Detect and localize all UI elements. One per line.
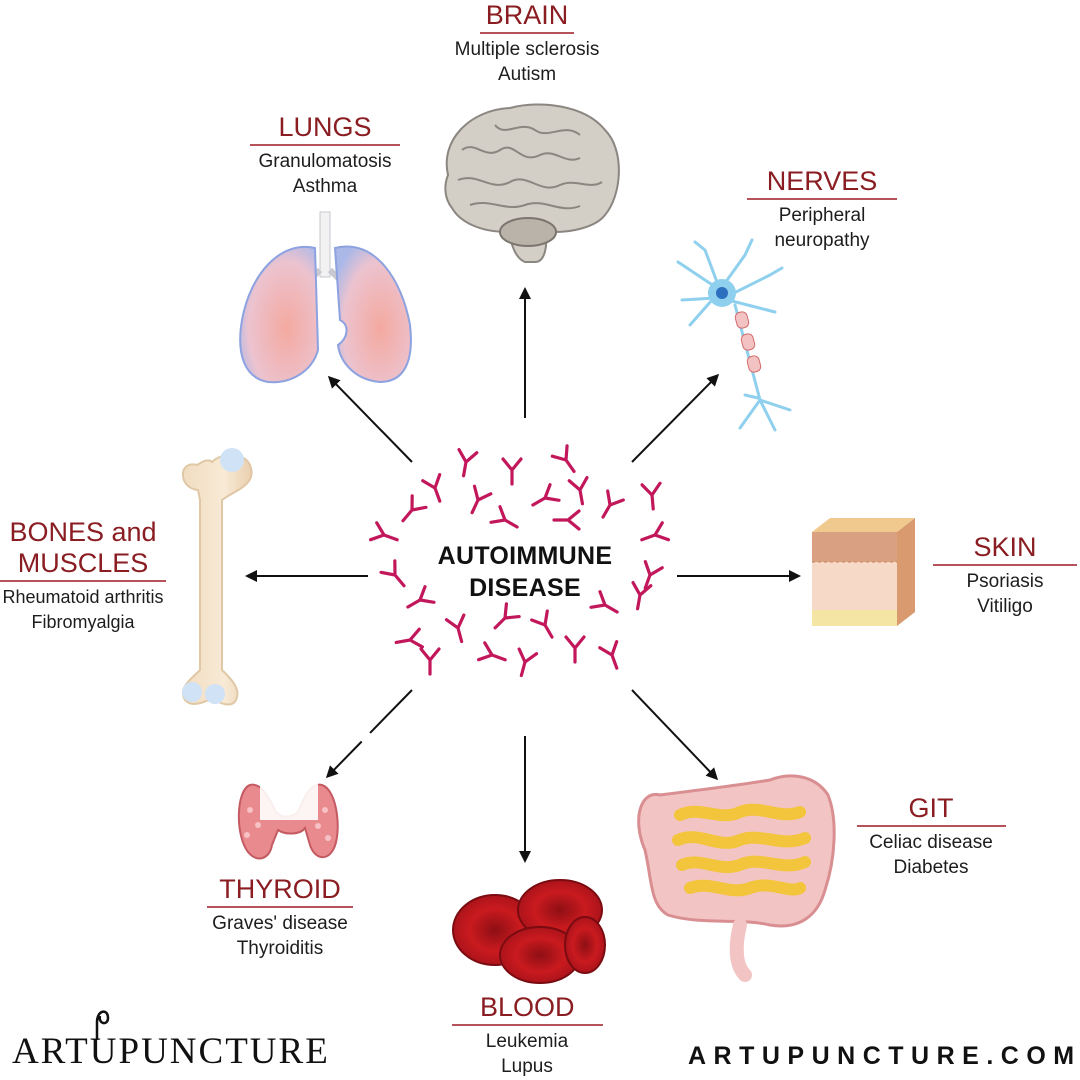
git-disease-1: Celiac disease bbox=[869, 832, 993, 853]
antibody-icon bbox=[552, 509, 581, 531]
antibody-icon bbox=[394, 494, 428, 529]
nerves-title: NERVES bbox=[746, 166, 898, 200]
skin-title: SKIN bbox=[933, 532, 1077, 566]
antibody-icon bbox=[368, 521, 402, 550]
antibody-icon bbox=[476, 641, 510, 670]
blood-disease-2: Lupus bbox=[501, 1056, 553, 1077]
git-label-group: GIT Celiac disease Diabetes bbox=[855, 793, 1007, 880]
brain-disease-2: Autism bbox=[497, 64, 557, 85]
neuron-icon bbox=[716, 287, 728, 299]
antibody-icon bbox=[593, 489, 625, 524]
antibody-icon bbox=[564, 635, 586, 664]
lungs-disease-1: Granulomatosis bbox=[258, 151, 392, 172]
thyroid-icon bbox=[237, 780, 339, 860]
bones-title-line2: MUSCLES bbox=[0, 548, 166, 582]
antibody-icon bbox=[501, 457, 523, 486]
brand-website[interactable]: ARTUPUNCTURE.COM bbox=[688, 1042, 1080, 1070]
antibody-icon bbox=[453, 448, 479, 479]
brain-label-group: BRAIN Multiple sclerosis Autism bbox=[440, 0, 614, 87]
thyroid-title: THYROID bbox=[207, 874, 353, 908]
antibody-icon bbox=[511, 647, 539, 680]
arrow-to-thyroid bbox=[325, 689, 413, 779]
antibody-icon bbox=[550, 444, 584, 479]
bones-disease-1: Rheumatoid arthritis bbox=[2, 587, 164, 607]
center-label: AUTOIMMUNE DISEASE bbox=[400, 540, 650, 604]
git-disease-2: Diabetes bbox=[893, 857, 969, 878]
logo-swirl-icon bbox=[95, 1010, 110, 1040]
skin-disease-1: Psoriasis bbox=[966, 571, 1044, 592]
brand-logo-text: ARTUPUNCTURE bbox=[12, 1031, 330, 1072]
intestine-icon bbox=[637, 774, 836, 982]
arrows bbox=[245, 287, 801, 863]
blood-disease-1: Leukemia bbox=[485, 1031, 569, 1052]
brain-icon bbox=[444, 103, 620, 263]
lungs-icon bbox=[239, 211, 412, 384]
brain-title: BRAIN bbox=[479, 0, 575, 34]
arrow-to-lungs bbox=[327, 375, 413, 463]
bones-label-group: BONES and MUSCLES Rheumatoid arthritis F… bbox=[0, 516, 166, 635]
antibody-icon bbox=[598, 639, 627, 673]
antibody-icon bbox=[419, 647, 441, 676]
nerves-disease-1: Peripheral bbox=[778, 205, 866, 226]
skin-label-group: SKIN Psoriasis Vitiligo bbox=[930, 532, 1080, 619]
antibody-icon bbox=[567, 476, 593, 507]
neuron-icon bbox=[676, 238, 792, 432]
antibody-icon bbox=[421, 472, 450, 506]
lungs-disease-2: Asthma bbox=[292, 176, 358, 197]
skin-disease-2: Vitiligo bbox=[977, 596, 1033, 617]
center-label-line2: DISEASE bbox=[469, 574, 581, 602]
antibody-icon bbox=[489, 505, 524, 537]
antibody-icon bbox=[530, 609, 562, 644]
antibody-icon bbox=[462, 484, 493, 519]
antibody-icon bbox=[487, 602, 521, 636]
skin-layers-icon bbox=[812, 518, 915, 626]
blood-title: BLOOD bbox=[452, 992, 603, 1026]
antibody-icon bbox=[393, 627, 424, 653]
git-title: GIT bbox=[856, 793, 1006, 827]
blood-cells-icon bbox=[452, 879, 606, 984]
antibody-icon bbox=[640, 481, 664, 512]
antibody-icon bbox=[526, 483, 561, 515]
lungs-label-group: LUNGS Granulomatosis Asthma bbox=[240, 112, 410, 199]
brain-disease-1: Multiple sclerosis bbox=[454, 39, 600, 60]
arrow-to-nerves bbox=[631, 373, 720, 463]
neuron-icon bbox=[734, 311, 762, 373]
bone-icon bbox=[181, 448, 253, 706]
center-label-line1: AUTOIMMUNE bbox=[437, 542, 613, 570]
blood-label-group: BLOOD Leukemia Lupus bbox=[452, 992, 603, 1079]
bones-title-line1: BONES and bbox=[9, 517, 157, 547]
nerves-disease-2: neuropathy bbox=[774, 230, 870, 251]
nerves-label-group: NERVES Peripheral neuropathy bbox=[742, 166, 902, 253]
arrow-to-git bbox=[631, 689, 719, 781]
bones-disease-2: Fibromyalgia bbox=[31, 612, 135, 632]
lungs-title: LUNGS bbox=[250, 112, 400, 146]
thyroid-disease-2: Thyroiditis bbox=[236, 938, 324, 959]
thyroid-disease-1: Graves' disease bbox=[212, 913, 348, 934]
antibody-icon bbox=[444, 613, 472, 646]
thyroid-label-group: THYROID Graves' disease Thyroiditis bbox=[200, 874, 360, 961]
